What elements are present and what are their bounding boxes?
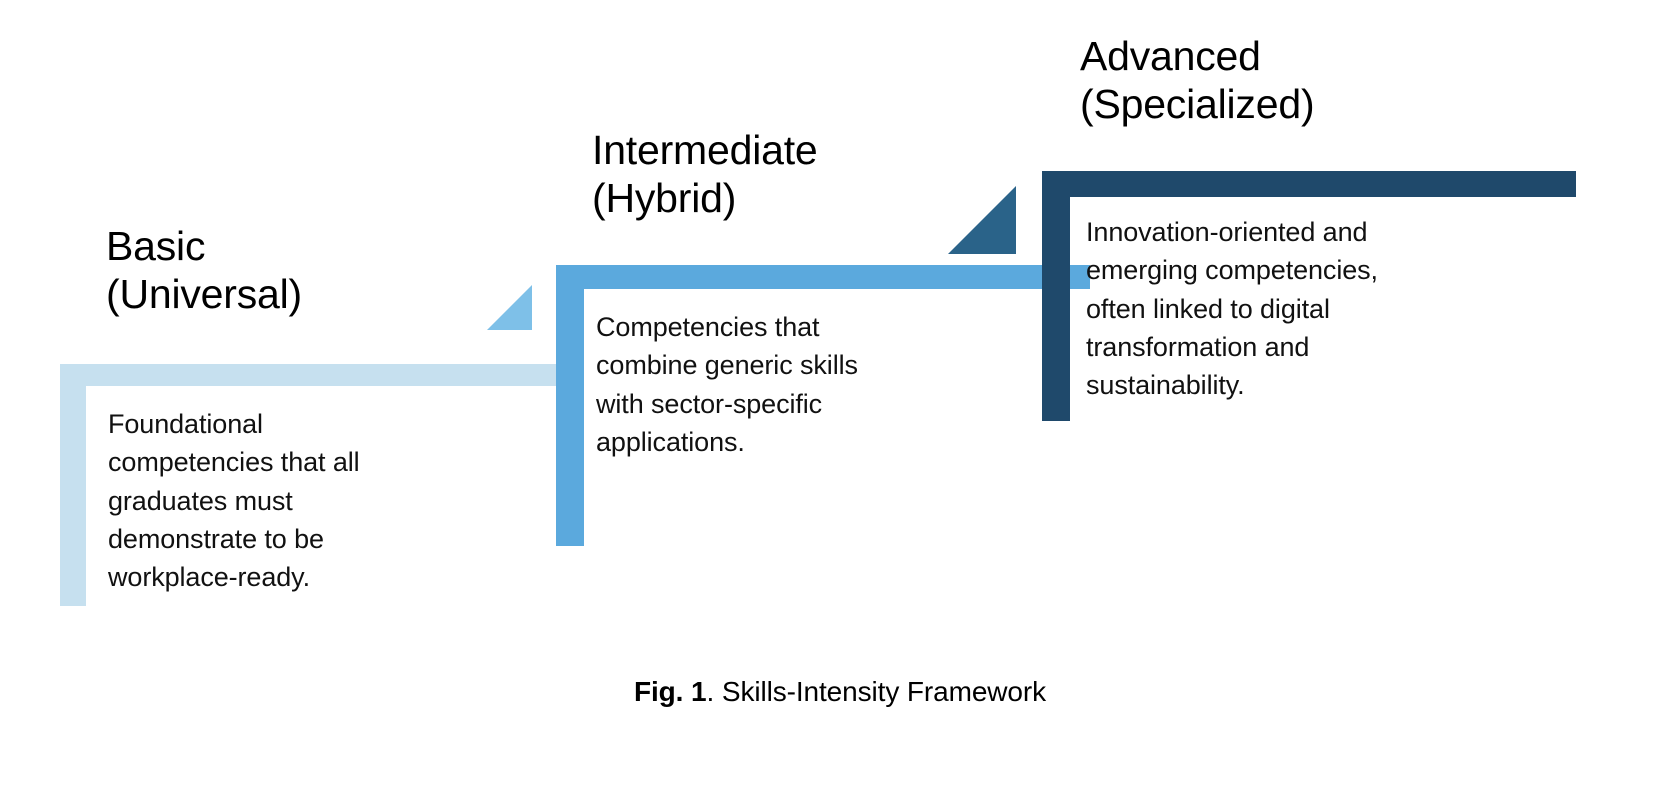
connector-triangle-advanced-icon xyxy=(948,186,1016,254)
tier-bar-vertical-intermediate xyxy=(556,265,584,546)
connector-triangle-intermediate-icon xyxy=(487,285,532,330)
figure-caption-label: Fig. 1 xyxy=(633,676,707,707)
tier-bar-vertical-basic xyxy=(60,364,86,606)
tier-bar-horizontal-basic xyxy=(60,364,572,386)
tier-body-intermediate: Competencies that combine generic skills… xyxy=(596,312,858,457)
tier-bar-horizontal-advanced xyxy=(1042,171,1576,197)
tier-body-advanced: Innovation-oriented and emerging compete… xyxy=(1086,217,1378,401)
tier-title-intermediate: Intermediate (Hybrid) xyxy=(592,127,818,222)
tier-body-basic: Foundational competencies that all gradu… xyxy=(108,409,360,593)
tier-bar-vertical-advanced xyxy=(1042,171,1070,421)
figure-caption-text: Skills-Intensity Framework xyxy=(721,676,1047,707)
tier-bar-horizontal-intermediate xyxy=(556,265,1090,289)
tier-title-advanced: Advanced (Specialized) xyxy=(1080,33,1315,128)
tier-title-basic: Basic (Universal) xyxy=(106,223,302,318)
figure-caption-separator: . xyxy=(706,676,722,707)
figure-caption: Fig. 1. Skills-Intensity Framework xyxy=(0,676,1680,708)
